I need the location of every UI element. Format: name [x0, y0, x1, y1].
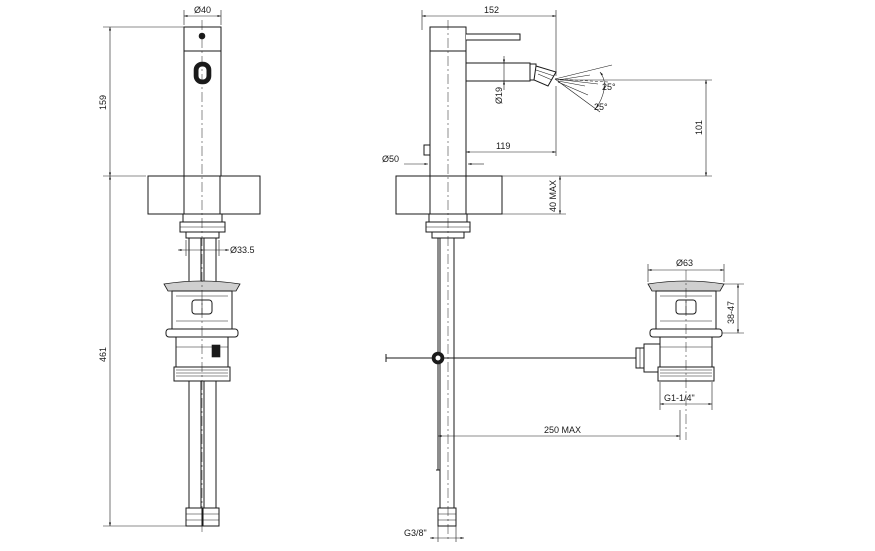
dim-rod-length: 250 MAX — [544, 425, 581, 435]
dim-waste-thread: G1-1/4" — [664, 393, 695, 403]
side-waste — [635, 280, 725, 382]
front-view: Ø40 159 461 Ø33.5 — [98, 5, 261, 532]
side-lever — [466, 33, 521, 41]
dim-waste-height: 38-47 — [726, 301, 736, 324]
side-hose — [439, 237, 455, 509]
dim-spray-angle-bottom: 25° — [594, 102, 608, 112]
dim-top-diameter: Ø40 — [194, 5, 211, 15]
side-deck-section — [395, 175, 503, 215]
side-spray-head — [533, 65, 557, 87]
side-view: 25° 25° — [382, 5, 744, 542]
side-spout — [465, 62, 531, 82]
dim-base-diameter: Ø50 — [382, 154, 399, 164]
dim-deck-thickness: 40 MAX — [548, 180, 558, 212]
dim-waste-diameter: Ø63 — [676, 258, 693, 268]
dim-spout-height: 101 — [694, 120, 704, 135]
dim-body-height: 159 — [98, 95, 108, 110]
dim-total-height: 461 — [98, 347, 108, 362]
front-deck-section — [147, 175, 261, 215]
dim-inlet-diameter: Ø33.5 — [230, 245, 255, 255]
dim-width-side: 152 — [484, 5, 499, 15]
dim-hose-thread: G3/8" — [404, 528, 427, 538]
front-knurled-body — [183, 50, 222, 177]
dim-spout-diameter: Ø19 — [494, 87, 504, 104]
dim-spout-reach: 119 — [496, 141, 510, 151]
dim-spray-angle-top: 25° — [602, 82, 616, 92]
